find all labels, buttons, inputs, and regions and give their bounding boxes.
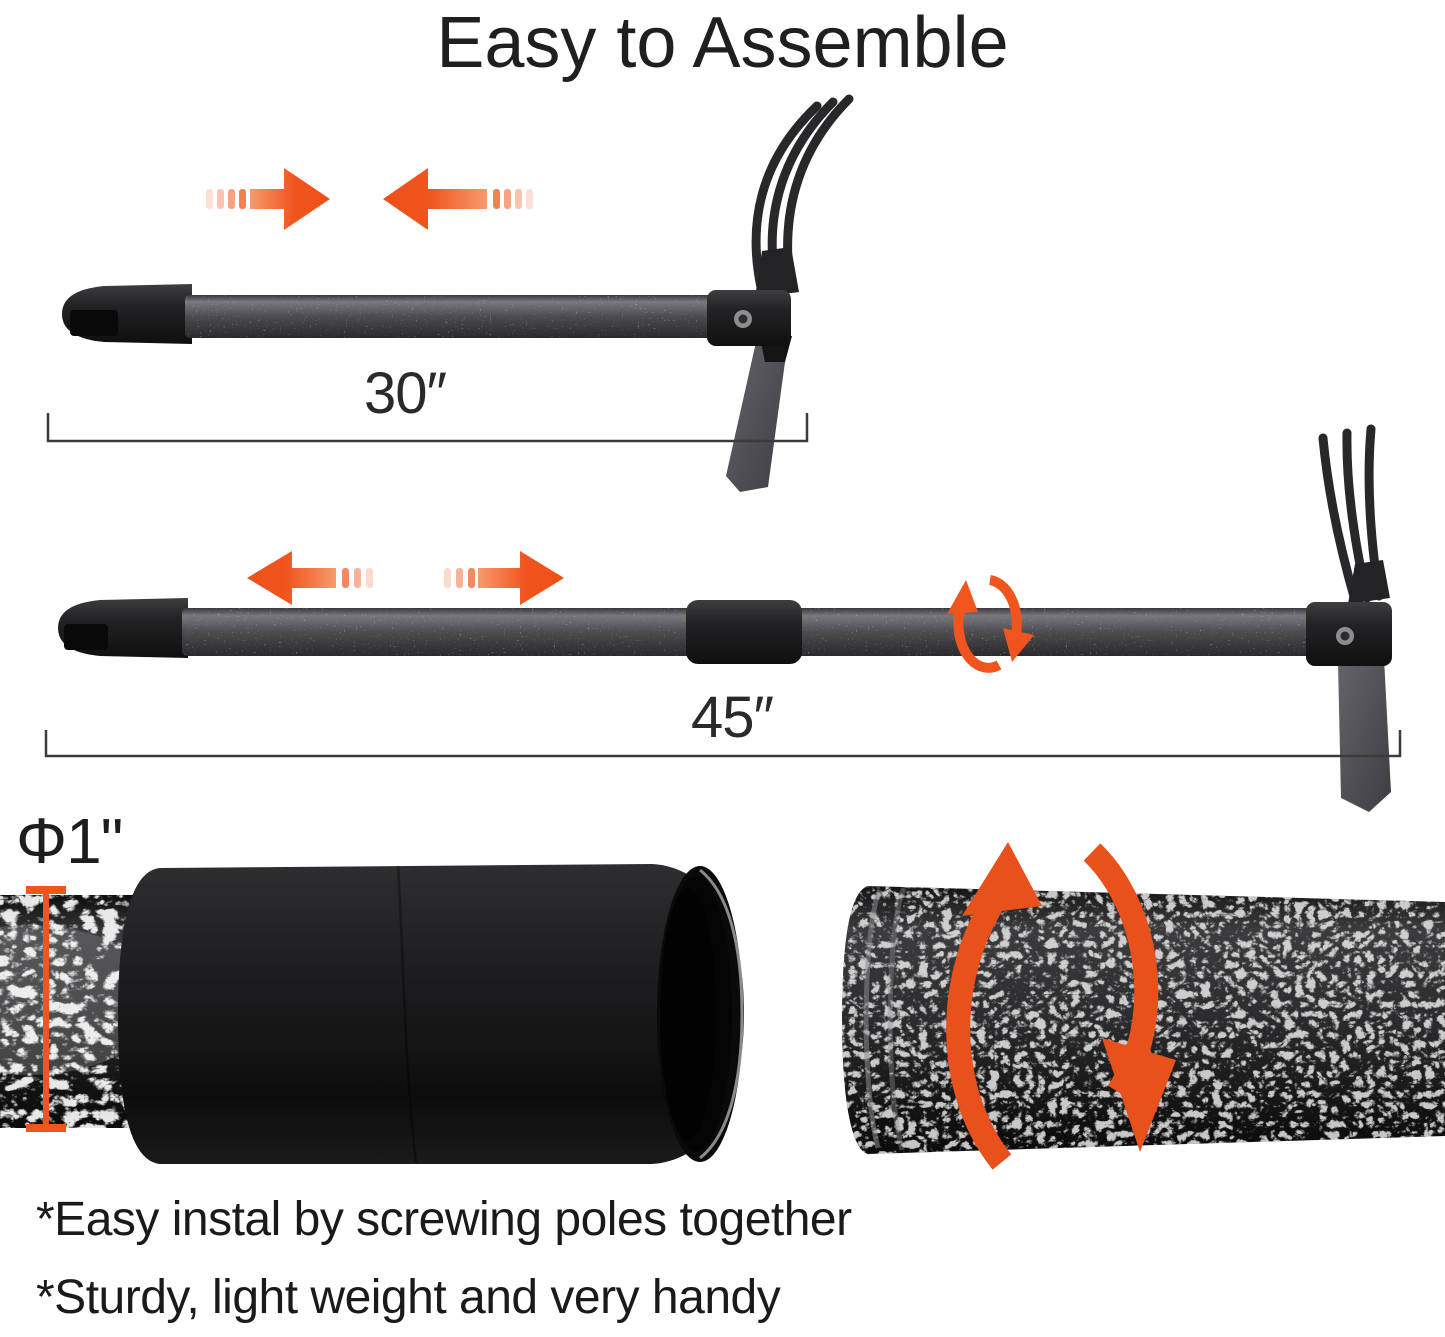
diameter-label: Φ1" <box>16 805 123 877</box>
rotate-icon <box>947 575 1034 673</box>
arrow-left-icon <box>247 551 373 605</box>
length-label-30: 30″ <box>363 361 447 426</box>
tool-30-assembled <box>62 94 854 492</box>
dimension-line-45 <box>44 730 1402 758</box>
push-together-arrows-icon <box>206 168 533 230</box>
sleeve-seam <box>396 865 418 1163</box>
page-title: Easy to Assemble <box>436 3 1009 83</box>
rotate-arrows-icon <box>946 842 1176 1170</box>
hang-hole <box>64 624 108 650</box>
arrow-right-icon <box>444 551 564 605</box>
arrow-left-icon <box>383 168 533 230</box>
coupler <box>686 600 802 664</box>
pole-screwing-photo <box>842 842 1445 1170</box>
footnote-sturdy: *Sturdy, light weight and very handy <box>36 1271 781 1324</box>
pole-coupler-photo <box>0 864 744 1164</box>
arrow-right-icon <box>206 168 330 230</box>
diameter-measure-icon <box>26 886 66 1132</box>
pull-apart-arrows-icon <box>247 551 564 605</box>
hoe-blade <box>726 340 788 492</box>
dimension-line-30 <box>46 413 809 443</box>
hoe-blade <box>1338 658 1391 812</box>
length-label-45: 45″ <box>690 685 774 750</box>
tool-45-extended <box>58 424 1392 812</box>
hang-hole <box>70 310 118 336</box>
coupler-sleeve <box>118 864 744 1164</box>
footnote-install: *Easy instal by screwing poles together <box>36 1193 852 1246</box>
